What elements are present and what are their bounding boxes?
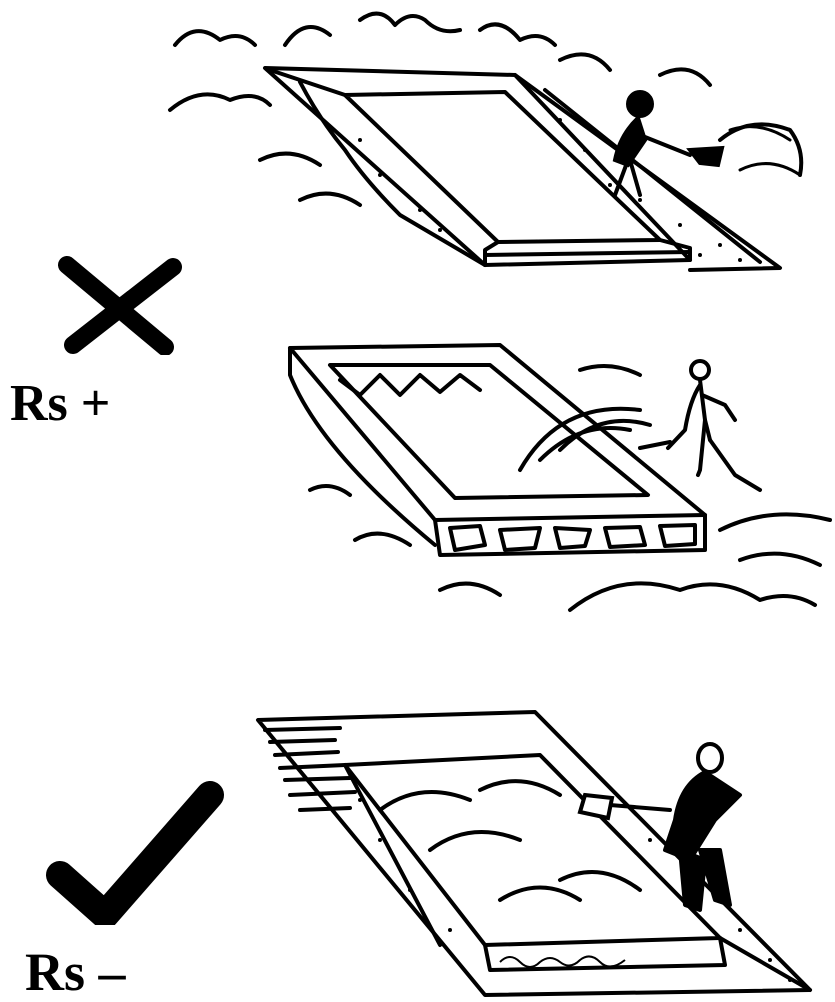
sunken-bed-drawing xyxy=(256,710,812,997)
cost-minus-label: Rs – xyxy=(25,942,126,1002)
cross-mark-icon xyxy=(58,256,182,355)
check-mark-icon xyxy=(46,781,224,925)
signature-logo xyxy=(499,955,626,968)
walled-bed-drawing xyxy=(288,343,832,612)
cost-plus-label: Rs + xyxy=(10,375,111,432)
scene-sunken-bed xyxy=(0,700,835,1001)
raised-bed-drawing xyxy=(168,11,804,272)
scene-walled-bed xyxy=(0,330,835,650)
scene-raised-bed xyxy=(0,0,835,300)
